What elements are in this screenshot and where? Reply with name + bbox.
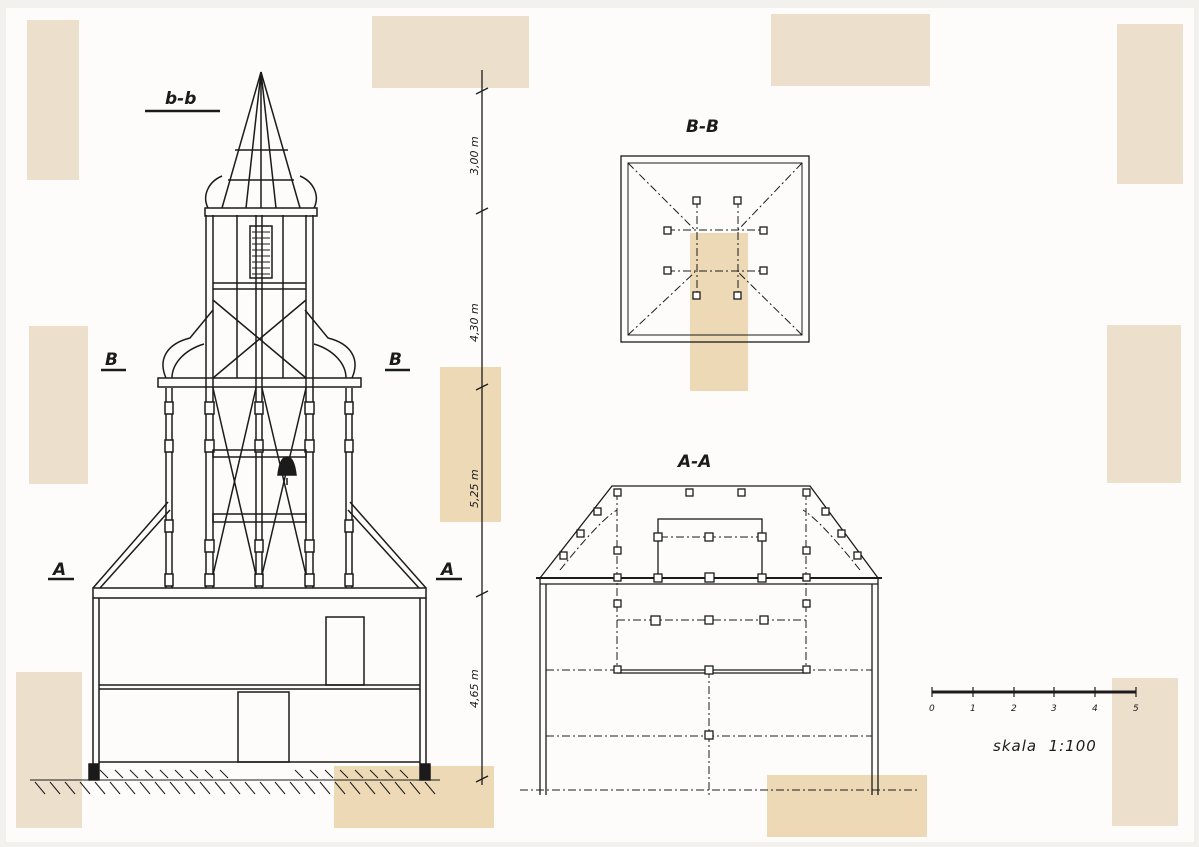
label-A-left: A <box>51 560 66 580</box>
plan-section-AA <box>520 485 920 795</box>
label-B-left: B <box>105 350 118 370</box>
label-b-b: b-b <box>165 89 196 109</box>
scale-tick-label: 3 <box>1051 704 1057 714</box>
plan-AA-title: A-A <box>676 452 711 472</box>
elevation-section-bb <box>30 71 440 795</box>
dimension-label: 4,65 m <box>468 669 481 708</box>
scale-ticks: 0 1 2 3 4 5 <box>929 704 1139 714</box>
scale-bar <box>931 687 1137 697</box>
paper <box>6 8 1194 842</box>
scale-tick-label: 0 <box>929 704 935 714</box>
label-B-right: B <box>389 350 402 370</box>
dimension-label: 5,25 m <box>468 469 481 508</box>
dimension-label: 4,30 m <box>468 303 481 342</box>
scale-tick-label: 2 <box>1011 704 1017 714</box>
section-labels: b-b B B A A B-B A-A <box>48 89 719 581</box>
scale-text: skala 1:100 <box>993 737 1097 755</box>
plan-section-BB <box>620 155 810 343</box>
label-A-right: A <box>439 560 454 580</box>
scale-tick-label: 5 <box>1133 704 1139 714</box>
dimension-label: 3,00 m <box>468 136 481 175</box>
masking-tape <box>16 14 1183 828</box>
scale-tick-label: 1 <box>970 704 976 714</box>
plan-BB-title: B-B <box>686 117 719 137</box>
scale-tick-label: 4 <box>1092 704 1098 714</box>
dimension-labels: 3,00 m 4,30 m 5,25 m 4,65 m <box>468 136 481 708</box>
height-dimension-line <box>475 70 489 785</box>
